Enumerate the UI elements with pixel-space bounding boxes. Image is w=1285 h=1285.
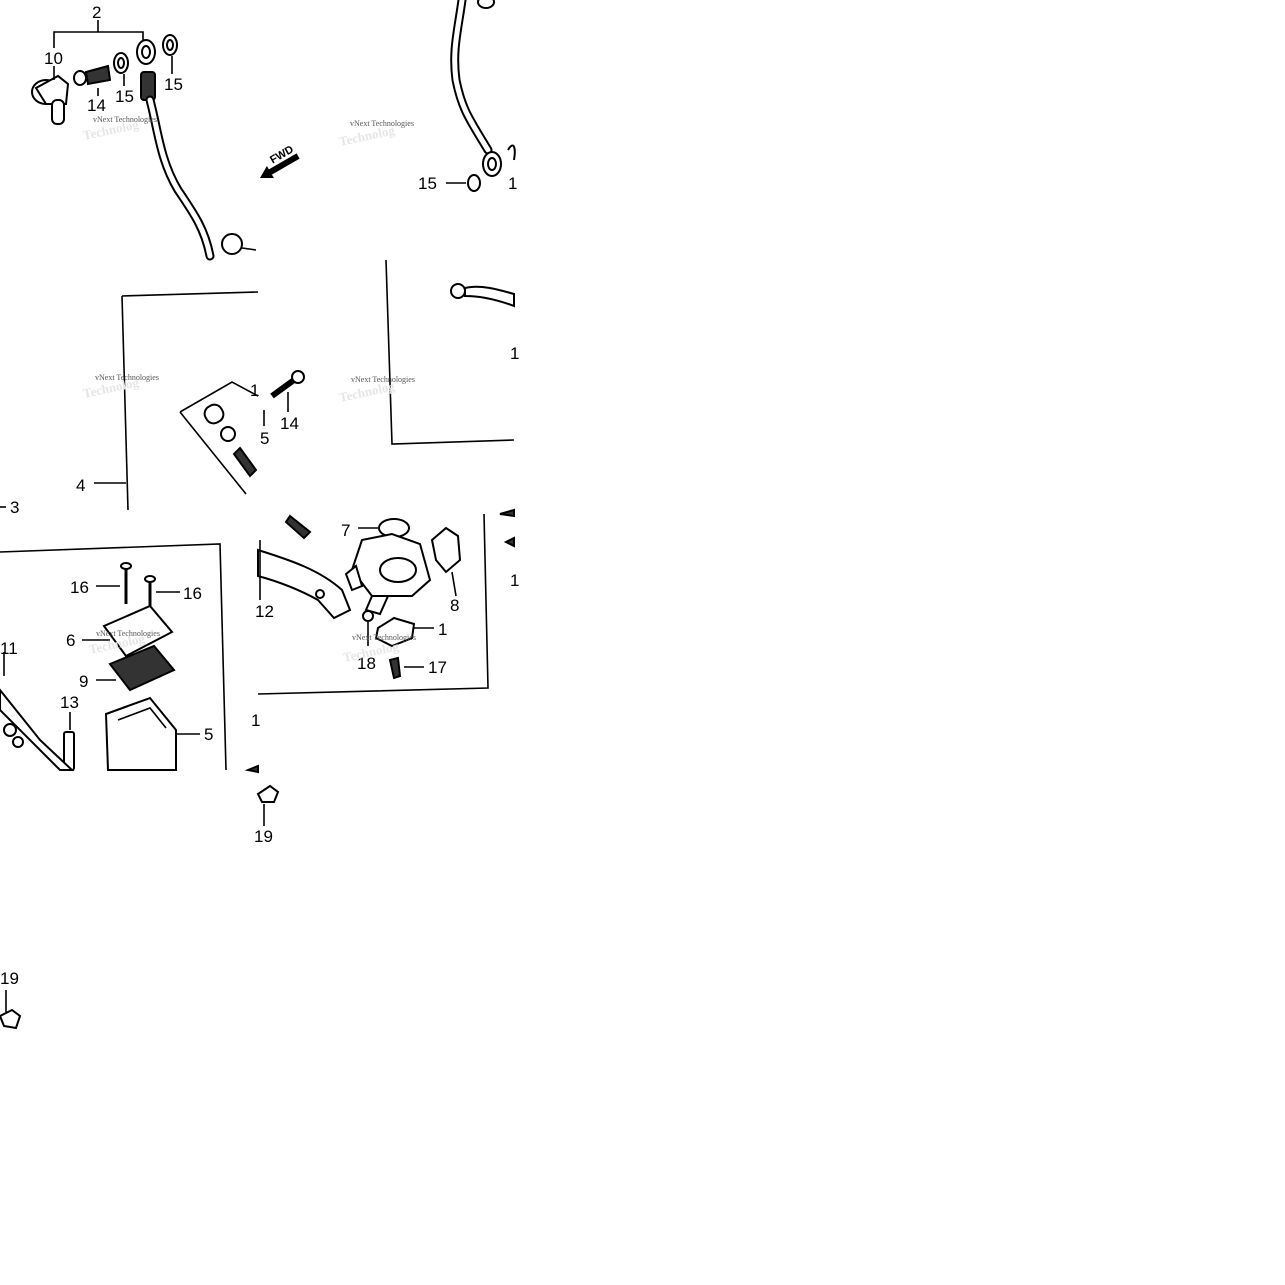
part-labels: 2 10 14 15 15 15 1 1 5 14 1 4 3 7 8 12 1…	[0, 3, 519, 988]
banjo-fitting	[31, 74, 70, 125]
label-8: 8	[450, 596, 459, 615]
watermark: vNext Technologies	[93, 115, 157, 124]
label-14: 14	[87, 96, 106, 115]
tile-reservoir	[0, 543, 259, 774]
cylinder-body	[344, 532, 432, 616]
watermark: vNext Technologies	[96, 629, 160, 638]
reservoir	[104, 696, 177, 771]
label-1: 1	[508, 174, 517, 193]
washer	[467, 174, 481, 192]
label-10: 10	[44, 49, 63, 68]
label-16: 16	[70, 578, 89, 597]
watermark: vNext Technologies	[350, 119, 414, 128]
label-17: 17	[428, 658, 447, 677]
label-6: 6	[66, 631, 75, 650]
label-5: 5	[204, 725, 213, 744]
label-13: 13	[60, 693, 79, 712]
label-1: 1	[251, 711, 260, 730]
label-3: 3	[10, 498, 19, 517]
watermark: vNext Technologies	[351, 375, 415, 384]
label-1: 1	[250, 381, 259, 400]
watermark: vNext Technologies	[352, 633, 416, 642]
reservoir-cap	[102, 604, 174, 658]
label-19: 19	[254, 827, 273, 846]
label-14: 14	[280, 414, 299, 433]
label-4: 4	[76, 476, 85, 495]
label-18: 18	[357, 654, 376, 673]
label-15: 15	[115, 87, 134, 106]
label-12: 12	[255, 602, 274, 621]
label-15: 15	[418, 174, 437, 193]
label-1: 1	[438, 620, 447, 639]
fitting-19-mid	[256, 784, 280, 826]
label-2: 2	[92, 3, 101, 22]
label-15: 15	[164, 75, 183, 94]
label-11: 11	[0, 639, 18, 658]
fwd-arrow: FWD	[260, 143, 300, 179]
label-1: 1	[510, 571, 519, 590]
label-9: 9	[79, 672, 88, 691]
tile-master-cylinder	[0, 259, 515, 511]
watermark: vNext Technologies	[95, 373, 159, 382]
diaphragm	[108, 644, 176, 692]
label-1: 1	[510, 344, 519, 363]
label-5: 5	[260, 429, 269, 448]
banjo-bolt	[73, 64, 112, 86]
fitting-19-low	[0, 990, 22, 1030]
label-19: 19	[0, 969, 19, 988]
label-7: 7	[341, 521, 350, 540]
tile-cylinder-body	[257, 508, 515, 695]
label-16: 16	[183, 584, 202, 603]
tile-brake-hose: FWD	[31, 0, 516, 261]
